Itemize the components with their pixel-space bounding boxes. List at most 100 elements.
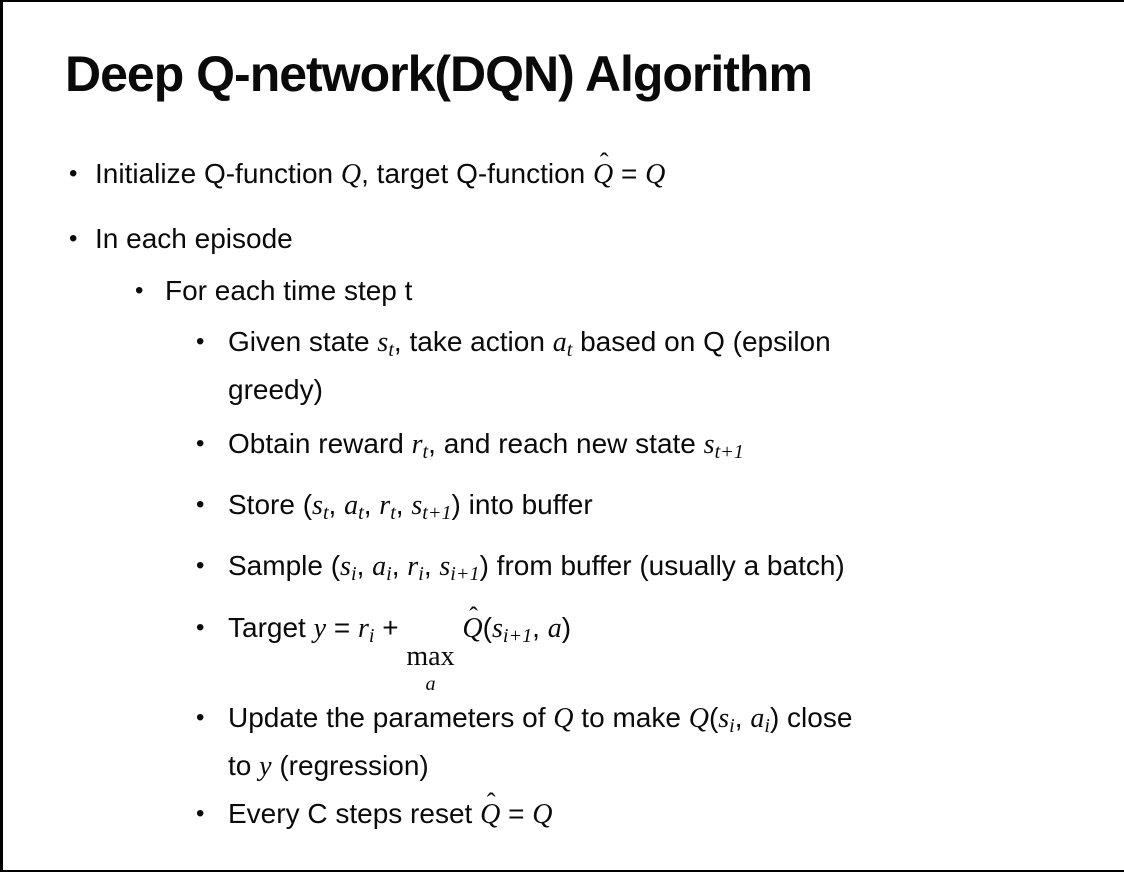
math-subscript: i — [764, 714, 770, 737]
math-variable-group: y — [259, 750, 271, 782]
text-segment: Sample ( — [228, 549, 341, 581]
math-variable-group: rt — [412, 428, 429, 463]
text-segment: Store ( — [228, 488, 313, 520]
bullet-icon: • — [135, 276, 144, 304]
math-variable: r — [379, 489, 391, 521]
text-segment: = — [613, 157, 646, 189]
text-line: Update the parameters of Q to make Q(si,… — [228, 698, 1124, 746]
math-variable: s — [377, 326, 389, 358]
math-variable: s — [491, 612, 503, 644]
math-variable: y — [313, 612, 327, 644]
item-content: Given state st, take action at based on … — [228, 322, 1124, 409]
math-variable-group: ri — [358, 612, 375, 647]
text-segment: For each time step t — [165, 274, 413, 306]
text-segment: , — [363, 488, 380, 520]
math-subscript: t+1 — [422, 501, 452, 524]
math-subscript: t — [358, 501, 364, 524]
bullet-icon: • — [196, 490, 205, 518]
math-variable: Q — [340, 158, 362, 190]
math-variable-group: Q — [645, 158, 665, 190]
math-subscript: t — [388, 338, 394, 361]
text-line: to y (regression) — [228, 746, 1124, 786]
bullet-icon: • — [196, 799, 205, 827]
bullet-icon: • — [196, 429, 205, 457]
math-variable: Q — [593, 158, 614, 190]
text-segment: , — [356, 549, 373, 581]
text-segment: ) into buffer — [451, 488, 593, 520]
text-segment: = — [500, 797, 533, 829]
text-segment: , — [391, 549, 408, 581]
math-subscript: i — [386, 562, 392, 585]
text-segment: + — [374, 611, 407, 643]
item-content: Obtain reward rt, and reach new state st… — [228, 424, 1124, 472]
math-variable-group: a — [548, 612, 562, 644]
bullet-list: • Initialize Q-function Q, target Q-funct… — [3, 147, 1124, 834]
text-segment: ( — [708, 701, 719, 733]
item-content: In each episode — [95, 219, 1124, 258]
hat-accent: ˆ — [486, 787, 496, 818]
math-variable: a — [344, 489, 359, 521]
math-variable-group: st — [312, 489, 329, 524]
text-segment: ( — [482, 611, 492, 643]
item-content: Store (st, at, rt, st+1) into buffer — [228, 485, 1124, 533]
math-variable: s — [340, 550, 351, 582]
slide-title: Deep Q-network(DQN) Algorithm — [65, 46, 813, 102]
math-variable-group: Q — [340, 158, 362, 190]
text-line: In each episode — [95, 219, 1124, 258]
list-item: • In each episode — [3, 219, 1124, 258]
text-segment: Update the parameters of — [228, 701, 554, 733]
text-line: Store (st, at, rt, st+1) into buffer — [228, 485, 1124, 533]
text-segment: (regression) — [271, 749, 429, 781]
item-content: Sample (si, ai, ri, si+1) from buffer (u… — [228, 546, 1124, 594]
math-variable-group: st+1 — [704, 428, 744, 463]
math-variable: s — [312, 489, 323, 521]
text-segment: , — [734, 701, 751, 733]
math-variable-group: rt — [379, 489, 396, 524]
math-variable-group: st+1 — [411, 489, 451, 524]
item-content: Initialize Q-function Q, target Q-functi… — [95, 147, 1124, 194]
hat-accent: ˆ — [469, 601, 478, 631]
text-segment: Initialize Q-function — [95, 157, 341, 189]
math-variable-group: si — [718, 702, 735, 737]
text-line: Obtain reward rt, and reach new state st… — [228, 424, 1124, 472]
math-variable: a — [552, 326, 567, 358]
text-segment: , take action — [393, 325, 553, 357]
text-segment: based on Q (epsilon — [572, 325, 831, 357]
math-subscript: t — [566, 338, 573, 361]
text-segment: ) close — [769, 701, 853, 733]
math-variable: s — [439, 550, 451, 582]
list-item: • Obtain reward rt, and reach new state s… — [3, 424, 1124, 472]
math-variable: Q — [553, 702, 574, 734]
item-content: For each time step t — [165, 271, 1124, 310]
list-item: •Update the parameters of Q to make Q(si… — [3, 698, 1124, 786]
math-variable: a — [750, 702, 765, 734]
math-subscript: i — [368, 624, 375, 647]
bullet-icon: • — [69, 224, 78, 252]
text-segment: ) — [561, 611, 572, 643]
text-segment: Obtain reward — [228, 427, 412, 459]
list-item: •Store (st, at, rt, st+1) into buffer — [3, 485, 1124, 533]
bullet-icon: • — [196, 327, 205, 355]
list-item: • Sample (si, ai, ri, si+1) from buffer (… — [3, 546, 1124, 594]
math-subscript: i — [350, 562, 357, 585]
list-item: • Initialize Q-function Q, target Q-funct… — [3, 147, 1124, 194]
math-variable-group: ai — [750, 702, 770, 737]
math-variable-group: si — [340, 550, 357, 585]
text-segment: In each episode — [95, 222, 293, 254]
text-segment: , — [532, 611, 548, 643]
text-line: Initialize Q-function Q, target Q-functi… — [95, 147, 1124, 194]
math-variable-group: ai — [372, 550, 392, 585]
list-item: • For each time step t — [3, 271, 1124, 310]
bullet-icon: • — [69, 159, 78, 187]
text-segment: to make — [573, 701, 689, 733]
math-variable-group: Q — [689, 702, 709, 734]
bullet-icon: • — [196, 551, 205, 579]
